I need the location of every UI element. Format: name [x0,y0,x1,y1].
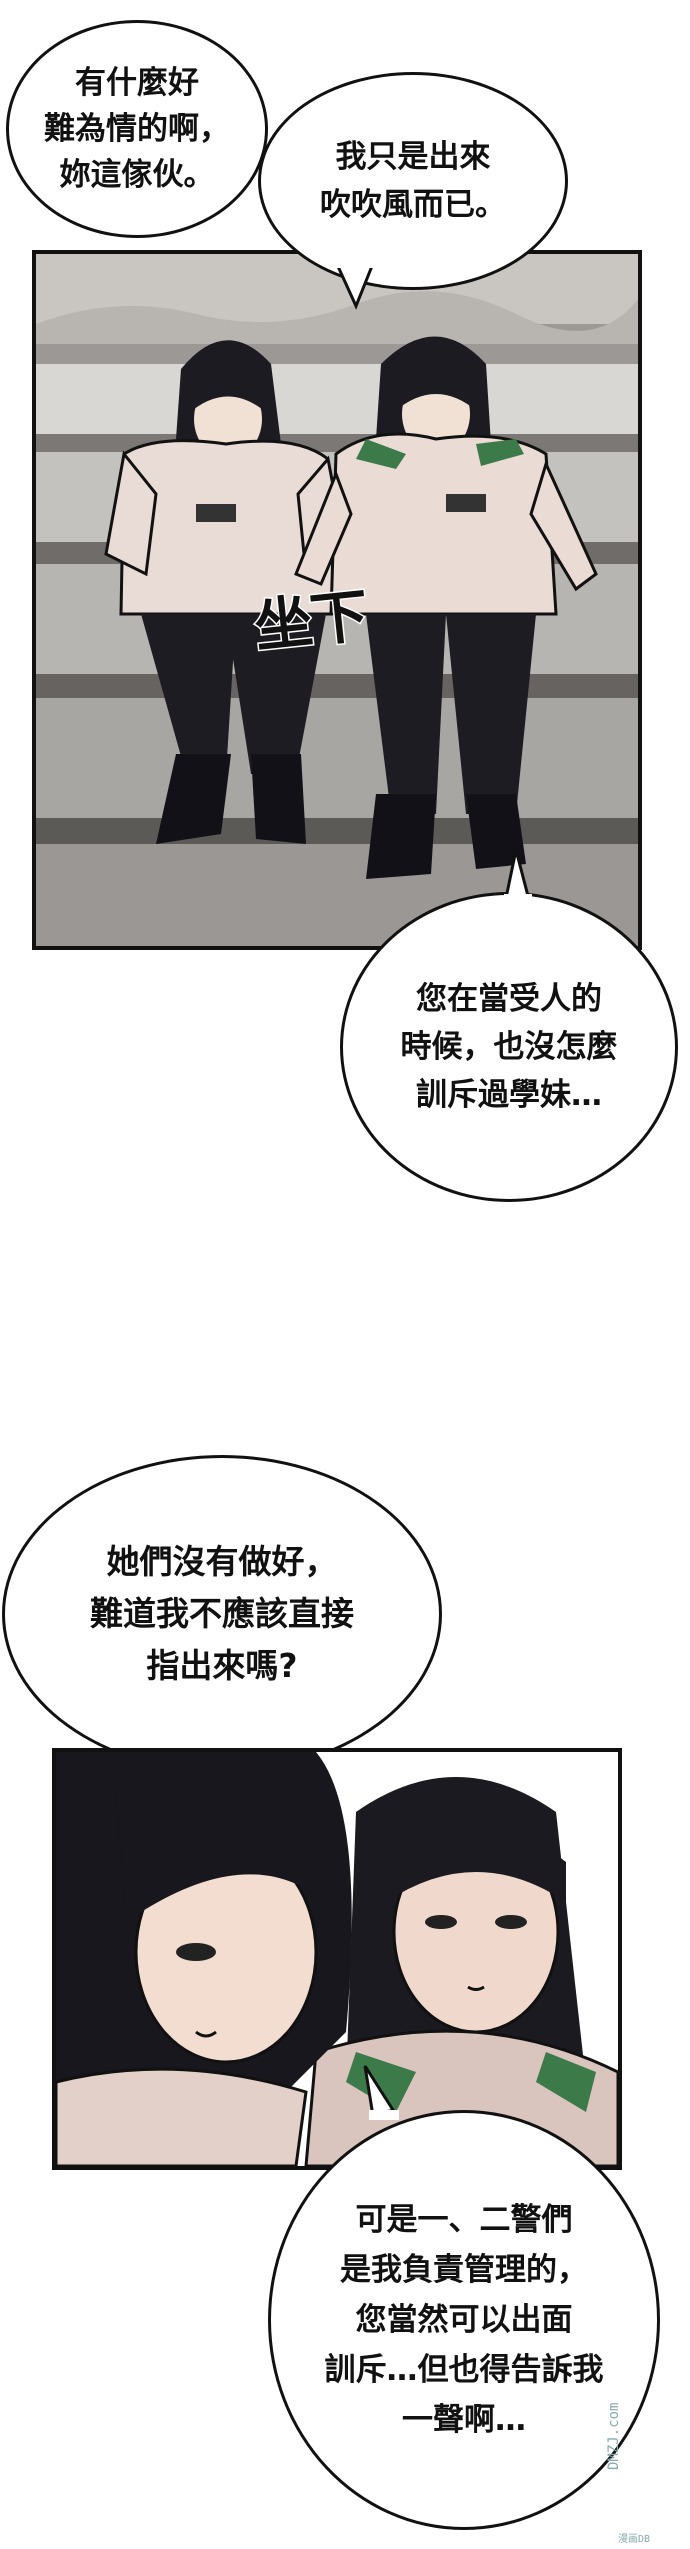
speech-bubble-2: 我只是出來 吹吹風而已。 [258,72,568,290]
speech-bubble-3: 您在當受人的 時候，也沒怎麼 訓斥過學妹… [340,892,678,1202]
speech-text-4: 她們沒有做好， 難道我不應該直接 指出來嗎? [90,1542,354,1685]
speech-text-3: 您在當受人的 時候，也沒怎麼 訓斥過學妹… [400,981,618,1113]
speech-tail-3 [504,849,532,902]
speech-bubble-5: 可是一、二警們 是我負責管理的， 您當然可以出面 訓斥…但也得告訴我 一聲啊… [268,2110,660,2530]
sfx-sit-down: 坐下 [250,580,372,662]
speech-bubble-4: 她們沒有做好， 難道我不應該直接 指出來嗎? [2,1455,442,1773]
speech-tail-5 [363,2065,399,2120]
faces-illustration [56,1752,618,2166]
panel-faces-closeup [52,1748,622,2170]
site-watermark: DMZJ.com [606,2402,622,2470]
left-girl-closeup [56,1752,352,2166]
small-watermark: 漫画DB [618,2534,651,2545]
speech-bubble-1: 有什麼好 難為情的啊， 妳這傢伙。 [6,20,268,238]
right-girl-figure [294,336,598,879]
speech-text-2: 我只是出來 吹吹風而已。 [320,139,506,223]
panel-stairs-sitting: 坐下 [32,250,642,950]
speech-text-5: 可是一、二警們 是我負責管理的， 您當然可以出面 訓斥…但也得告訴我 一聲啊… [324,2202,604,2438]
stairs-illustration [36,254,638,946]
speech-text-1: 有什麼好 難為情的啊， 妳這傢伙。 [44,65,230,193]
speech-tail-2 [334,262,376,310]
left-girl-figure [104,340,348,844]
